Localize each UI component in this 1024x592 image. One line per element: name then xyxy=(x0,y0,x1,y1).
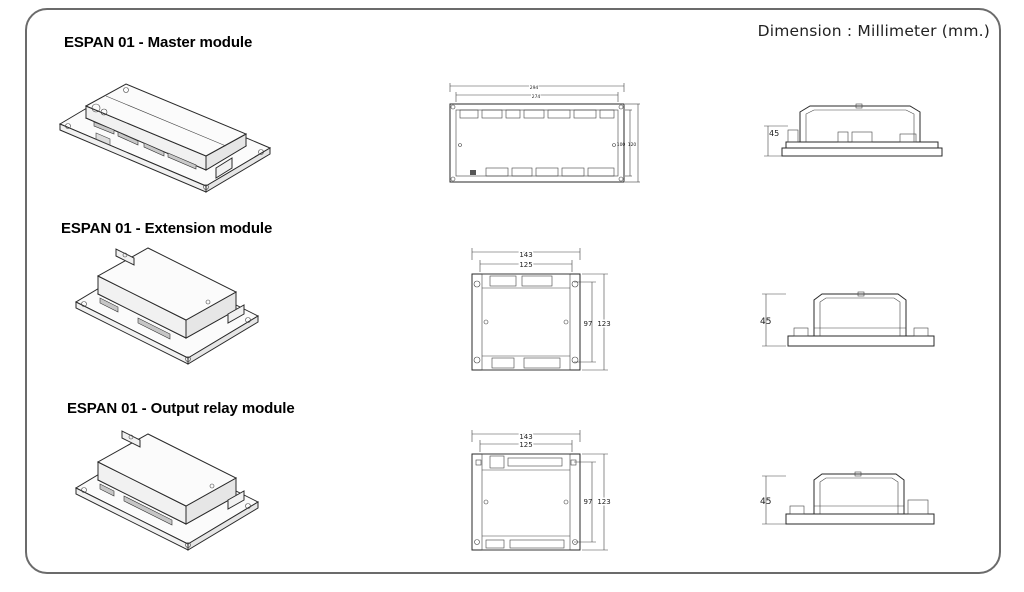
output-relay-module-side-view: 45 xyxy=(760,471,935,525)
module-title-output-relay: ESPAN 01 - Output relay module xyxy=(67,400,295,417)
master-module-isometric-drawing xyxy=(58,83,272,193)
output-relay-height-outer-label: 123 xyxy=(597,498,610,506)
extension-width-inner-label: 125 xyxy=(519,261,532,269)
module-title-master: ESPAN 01 - Master module xyxy=(64,34,253,51)
output-relay-width-inner-label: 125 xyxy=(519,441,532,449)
output-relay-height-inner-label: 97 xyxy=(584,498,593,506)
output-relay-side-height-label: 45 xyxy=(760,497,771,507)
output-relay-width-outer-label: 143 xyxy=(519,433,532,441)
master-width-inner-label: 274 xyxy=(532,94,541,100)
extension-module-isometric-drawing xyxy=(74,247,260,365)
diagram-frame xyxy=(25,8,1001,574)
extension-side-height-label: 45 xyxy=(760,317,771,327)
master-module-side-view: 45 xyxy=(764,103,943,157)
extension-width-outer-label: 143 xyxy=(519,251,532,259)
extension-height-outer-label: 123 xyxy=(597,320,610,328)
module-title-extension: ESPAN 01 - Extension module xyxy=(61,220,273,237)
master-module-front-view: 294 274 100 120 xyxy=(449,83,640,183)
output-relay-module-front-view: 143 125 97 123 xyxy=(471,430,612,551)
master-side-height-label: 45 xyxy=(769,129,779,138)
extension-height-inner-label: 97 xyxy=(584,320,593,328)
output-relay-module-isometric-drawing xyxy=(74,430,260,551)
extension-module-side-view: 45 xyxy=(760,291,935,347)
master-width-outer-label: 294 xyxy=(530,85,539,91)
extension-module-front-view: 143 125 97 123 xyxy=(471,248,612,371)
master-height-outer-label: 120 xyxy=(628,142,637,148)
master-height-inner-label: 100 xyxy=(617,142,626,148)
units-note: Dimension : Millimeter (mm.) xyxy=(757,22,990,40)
